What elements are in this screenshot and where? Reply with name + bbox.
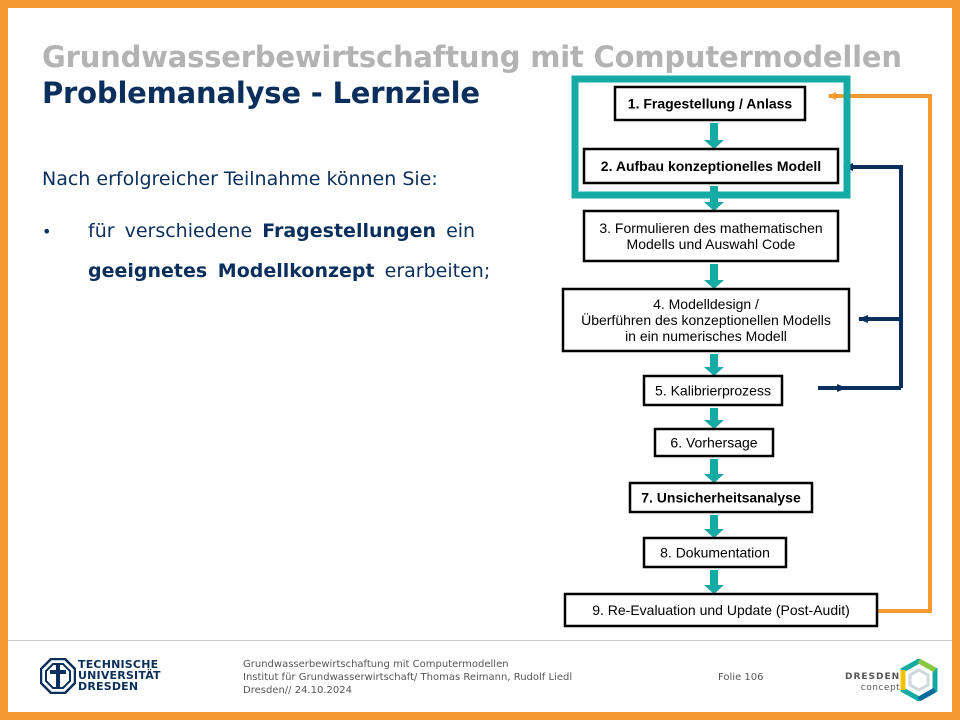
flow-step-box	[613, 85, 807, 122]
flow-step-3: 3. Formulieren des mathematischenModells…	[582, 209, 840, 263]
flow-arrow	[704, 570, 724, 594]
highlight-frame	[571, 75, 851, 199]
flow-step-box	[653, 427, 775, 458]
flow-step-label: Überführen des konzeptionellen Modells	[581, 311, 831, 328]
flow-step-4: 4. Modelldesign /Überführen des konzepti…	[561, 287, 851, 353]
bullet-text: für verschiedene	[88, 220, 263, 242]
flow-step-box	[563, 592, 879, 628]
logo-line-3: DRESDEN	[78, 680, 139, 693]
slide-subtitle: Problemanalyse - Lernziele	[42, 76, 480, 110]
footer-course: Grundwasserbewirtschaftung mit Computerm…	[243, 659, 509, 670]
flow-step-label: 1. Fragestellung / Anlass	[628, 96, 793, 112]
flow-step-box	[582, 209, 840, 263]
flow-step-label: 6. Vorhersage	[670, 435, 757, 451]
flow-arrow	[704, 459, 724, 483]
flow-step-label: 3. Formulieren des mathematischen	[599, 220, 822, 236]
feedback-arrows	[818, 92, 932, 613]
dresden-concept-line-1: DRESDEN	[845, 672, 901, 682]
flow-step-box	[628, 481, 814, 514]
flow-step-2: 2. Aufbau konzeptionelles Modell	[582, 147, 840, 185]
bullet-line-1: für verschiedene Fragestellungen ein	[88, 220, 475, 242]
flow-step-1: 1. Fragestellung / Anlass	[613, 85, 807, 122]
footer-date: Dresden// 24.10.2024	[243, 685, 352, 696]
flow-arrow	[704, 354, 724, 376]
flow-step-9: 9. Re-Evaluation und Update (Post-Audit)	[563, 592, 879, 628]
tu-dresden-logo-text: TECHNISCHE UNIVERSITÄT DRESDEN	[78, 659, 161, 692]
flowchart: 1. Fragestellung / Anlass 2. Aufbau konze…	[561, 75, 932, 628]
flow-step-label: Modells und Auswahl Code	[627, 236, 796, 252]
flow-arrow	[704, 515, 724, 538]
logo-line-1: TECHNISCHE	[78, 658, 159, 671]
flow-step-label: 8. Dokumentation	[660, 545, 770, 561]
flow-step-6: 6. Vorhersage	[653, 427, 775, 458]
dresden-concept-text: DRESDEN concept	[845, 672, 900, 694]
flow-arrow	[704, 408, 724, 429]
flow-step-box	[561, 287, 851, 353]
flow-step-label: 5. Kalibrierprozess	[655, 383, 771, 399]
flow-step-label: 7. Unsicherheitsanalyse	[641, 490, 801, 506]
bullet-text: erarbeiten;	[374, 260, 491, 282]
flow-step-label: in ein numerisches Modell	[625, 328, 787, 344]
flow-step-box	[582, 147, 840, 185]
flow-step-8: 8. Dokumentation	[642, 536, 788, 569]
feedback-arrow-to-step-2	[843, 163, 903, 388]
tu-dresden-logo-icon	[40, 658, 76, 694]
flow-step-label: 9. Re-Evaluation und Update (Post-Audit)	[592, 602, 850, 618]
footer-divider	[8, 640, 952, 641]
intro-text: Nach erfolgreicher Teilnahme können Sie:	[42, 168, 438, 190]
flow-step-5: 5. Kalibrierprozess	[642, 374, 784, 407]
flow-step-7: 7. Unsicherheitsanalyse	[628, 481, 814, 514]
bullet-bold-fragestellungen: Fragestellungen	[262, 220, 437, 242]
bullet-text: ein	[436, 220, 476, 242]
bullet-symbol: •	[42, 222, 52, 241]
dresden-concept-logo-icon	[900, 659, 938, 701]
flow-arrow	[704, 123, 724, 149]
flow-step-box	[642, 374, 784, 407]
flow-boxes: 1. Fragestellung / Anlass 2. Aufbau konze…	[561, 85, 879, 628]
flow-step-label: 2. Aufbau konzeptionelles Modell	[601, 158, 821, 174]
slide-title: Grundwasserbewirtschaftung mit Computerm…	[42, 40, 902, 74]
flow-step-label: 4. Modelldesign /	[653, 296, 759, 312]
slide-number: Folie 106	[718, 672, 764, 683]
flow-step-box	[642, 536, 788, 569]
footer-institute: Institut für Grundwasserwirtschaft/ Thom…	[243, 672, 573, 683]
logo-line-2: UNIVERSITÄT	[78, 669, 161, 682]
footer-info: Grundwasserbewirtschaftung mit Computerm…	[243, 658, 572, 697]
dresden-concept-line-2: concept	[860, 683, 901, 693]
flow-arrow	[704, 264, 724, 289]
feedback-arrow-post-audit	[828, 92, 932, 613]
bullet-bold-modellkonzept: geeignetes Modellkonzept	[88, 260, 375, 282]
bullet-line-2: geeignetes Modellkonzept erarbeiten;	[88, 260, 490, 282]
slide: Grundwasserbewirtschaftung mit Computerm…	[8, 8, 952, 712]
